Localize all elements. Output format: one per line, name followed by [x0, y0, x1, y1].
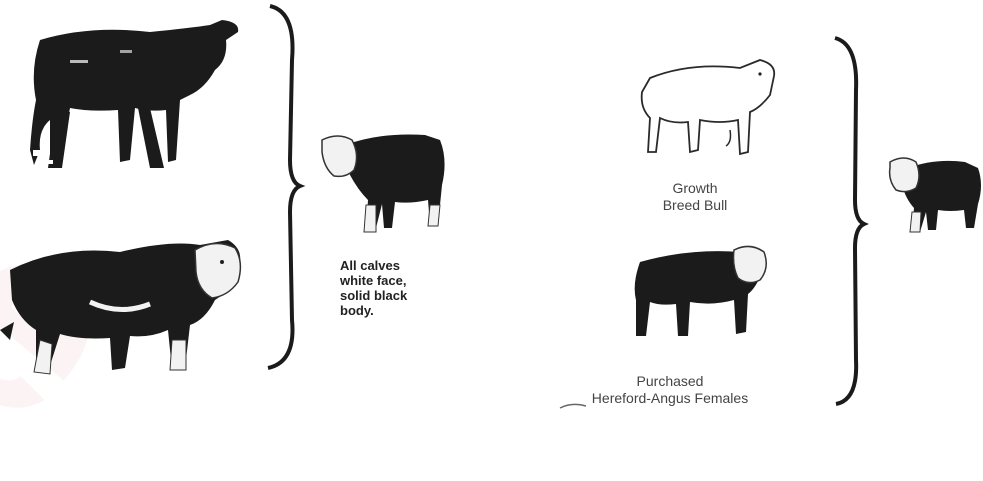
crossbred-calf-illustration-right [890, 158, 981, 232]
purchased-females-label-line-1: Purchased [560, 373, 780, 390]
calves-note-line-4: body. [340, 303, 450, 318]
hereford-angus-female-illustration [635, 246, 767, 336]
angus-cow-illustration [30, 20, 238, 168]
calves-result-note: All calves white face, solid black body. [340, 258, 450, 318]
calves-note-line-1: All calves [340, 258, 450, 273]
calves-note-line-2: white face, [340, 273, 450, 288]
hereford-bull-illustration [0, 240, 240, 374]
growth-bull-label-line-1: Growth [620, 180, 770, 197]
growth-breed-bull-illustration [642, 60, 775, 154]
purchased-females-label-line-2: Hereford-Angus Females [560, 390, 780, 407]
calves-note-line-3: solid black [340, 288, 450, 303]
left-cross-brace [268, 6, 300, 368]
growth-bull-label: Growth Breed Bull [620, 180, 770, 214]
growth-bull-label-line-2: Breed Bull [620, 197, 770, 214]
purchased-females-label: Purchased Hereford-Angus Females [560, 373, 780, 407]
black-baldy-calf-illustration-left [322, 134, 445, 232]
right-cross-brace [835, 38, 864, 404]
diagram-canvas [0, 0, 983, 416]
